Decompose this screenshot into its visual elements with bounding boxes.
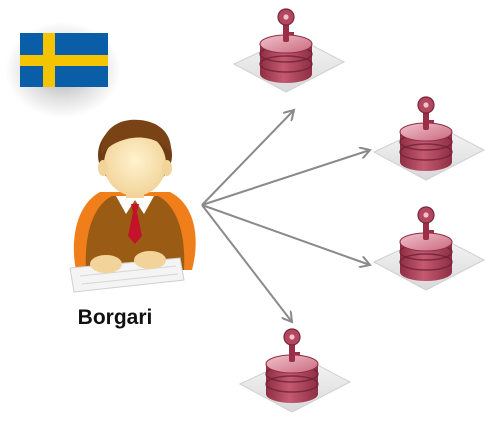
locked-database-icon [233, 8, 345, 93]
arrow-to-db-lower-right [201, 204, 370, 265]
arrow-to-db-upper-right [201, 150, 370, 206]
sweden-flag [5, 22, 121, 118]
locked-database-icon [239, 328, 351, 413]
user-name-label: Borgari [77, 306, 153, 329]
locked-database-icon [373, 96, 485, 181]
arrow-to-db-bottom [201, 204, 292, 322]
locked-database-icon [373, 206, 485, 291]
arrow-to-db-top [201, 110, 294, 206]
user-avatar-icon [69, 119, 196, 293]
connection-arrows [201, 110, 370, 322]
